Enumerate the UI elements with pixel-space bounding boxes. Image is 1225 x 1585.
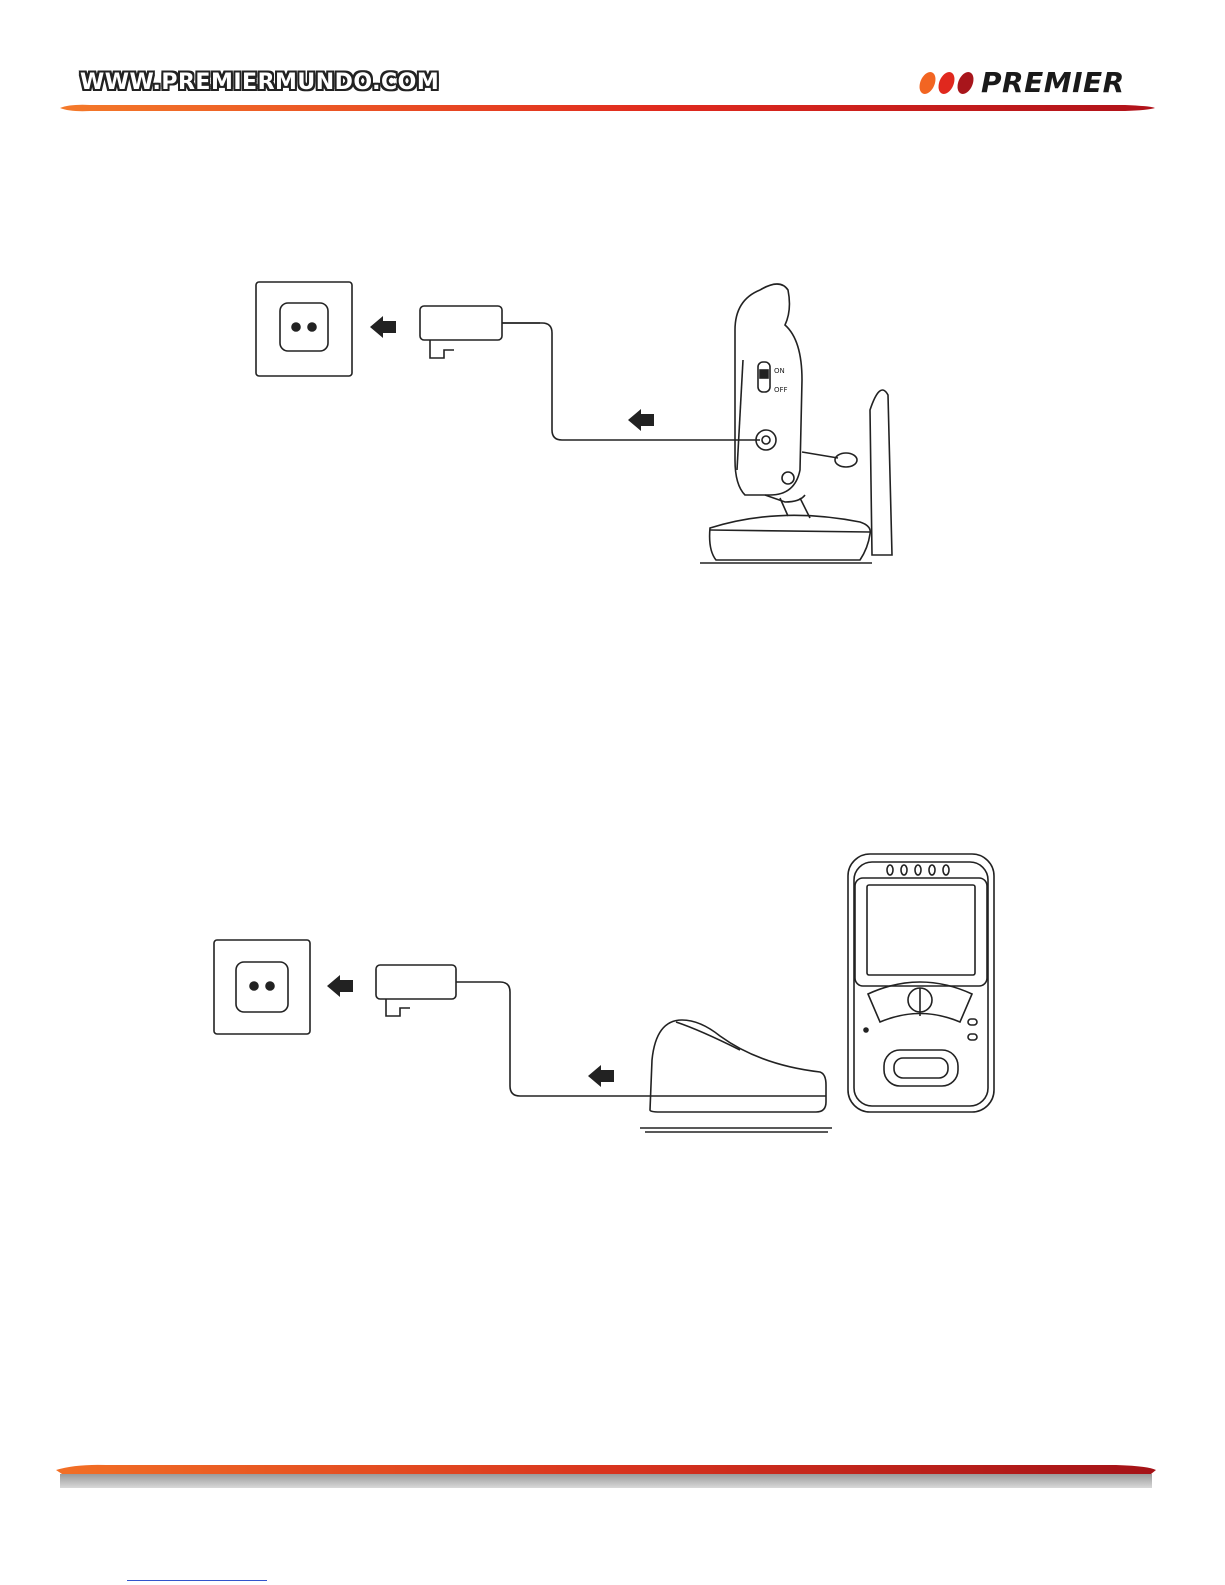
parent-monitor-icon	[848, 854, 994, 1112]
camera-unit-icon: ON OFF	[700, 284, 892, 563]
switch-on-label: ON	[774, 367, 785, 375]
footer-rule	[56, 1464, 1156, 1492]
power-cable	[456, 982, 650, 1096]
footer-link-underline	[127, 1580, 267, 1581]
header-rule	[60, 104, 1155, 112]
arrow-left-icon	[370, 316, 396, 338]
brand-name: PREMIER	[981, 66, 1125, 99]
camera-connection-diagram: ON OFF	[240, 270, 920, 580]
wall-outlet-icon	[256, 282, 352, 376]
brand-dots-icon	[920, 72, 973, 94]
wall-outlet-icon	[214, 940, 310, 1034]
brand-dot-orange	[917, 72, 937, 94]
power-adapter-icon	[376, 965, 456, 1016]
monitor-led-row	[887, 865, 949, 875]
site-url[interactable]: WWW.PREMIERMUNDO.COM	[80, 70, 439, 95]
switch-off-label: OFF	[774, 386, 788, 394]
brand-dot-darkred	[955, 72, 975, 94]
brand-dot-red	[936, 72, 956, 94]
charging-dock-icon	[640, 1020, 832, 1132]
monitor-connection-diagram	[200, 840, 1020, 1160]
brand-logo: PREMIER	[920, 66, 1125, 99]
arrow-right-icon	[588, 1065, 614, 1087]
arrow-right-icon	[628, 409, 654, 431]
arrow-left-icon	[327, 975, 353, 997]
power-adapter-icon	[420, 306, 540, 358]
